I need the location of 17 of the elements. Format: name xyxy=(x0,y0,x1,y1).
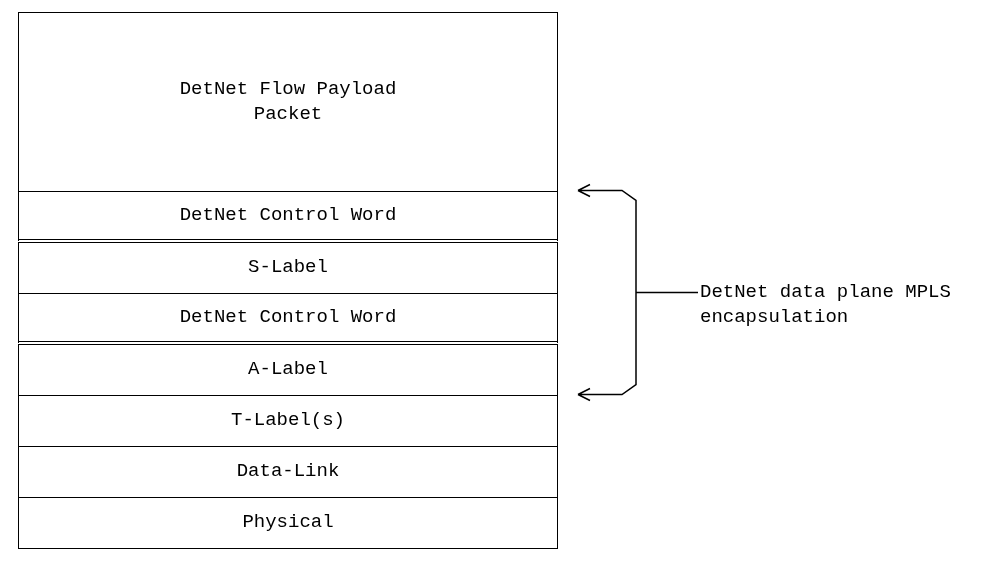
layer-name: A-Label xyxy=(248,357,328,383)
layer-box xyxy=(18,292,558,345)
layer-box xyxy=(18,190,558,243)
layer-box xyxy=(18,241,558,294)
layer-name: T-Label(s) xyxy=(231,408,345,434)
layer-name: Data-Link xyxy=(236,459,340,485)
layer-name: DetNet Control Word xyxy=(179,304,397,330)
layer-name: Physical xyxy=(242,510,334,536)
layer-name: S-Label xyxy=(248,255,328,281)
layer-box xyxy=(18,343,558,396)
layer-box xyxy=(18,394,558,447)
layer-box xyxy=(18,12,558,192)
layer-box xyxy=(18,445,558,498)
layer-name: DetNet Flow Payload Packet xyxy=(178,77,398,127)
layer-name: DetNet Control Word xyxy=(179,202,397,228)
bracket-label: DetNet data plane MPLS encapsulation xyxy=(700,280,952,330)
layer-box xyxy=(18,496,558,549)
